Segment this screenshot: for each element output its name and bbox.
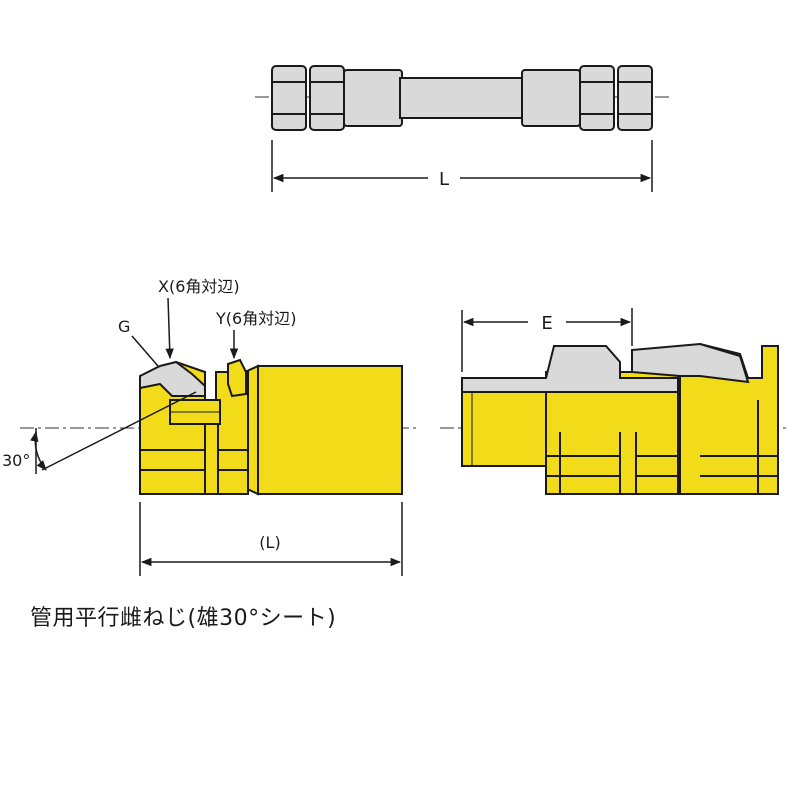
left-hex-nut-outer (271, 65, 307, 131)
left-hex-nut-inner (309, 65, 345, 131)
label-angle-30: 30° (2, 451, 30, 470)
figure-caption: 管用平行雌ねじ(雄30°シート) (30, 606, 337, 631)
label-l-top: L (439, 169, 449, 190)
leader-lines (30, 297, 239, 474)
hose-body (399, 77, 525, 119)
dimension-l-bottom (139, 502, 403, 576)
female-fitting (139, 358, 403, 496)
label-thread-g: G (118, 317, 130, 336)
adapter-assembly (461, 342, 779, 495)
right-hex-nut-outer (617, 65, 653, 131)
label-hex-x: X(6角対辺) (158, 277, 240, 296)
label-l-bottom: (L) (259, 533, 280, 552)
label-e: E (541, 313, 552, 334)
dimension-l-top (271, 140, 653, 192)
right-hex-nut-inner (579, 65, 615, 131)
top-hose-assembly (255, 65, 672, 131)
dimension-e (461, 308, 633, 372)
fitting-sleeve (257, 365, 403, 495)
label-hex-y: Y(6角対辺) (215, 309, 296, 328)
